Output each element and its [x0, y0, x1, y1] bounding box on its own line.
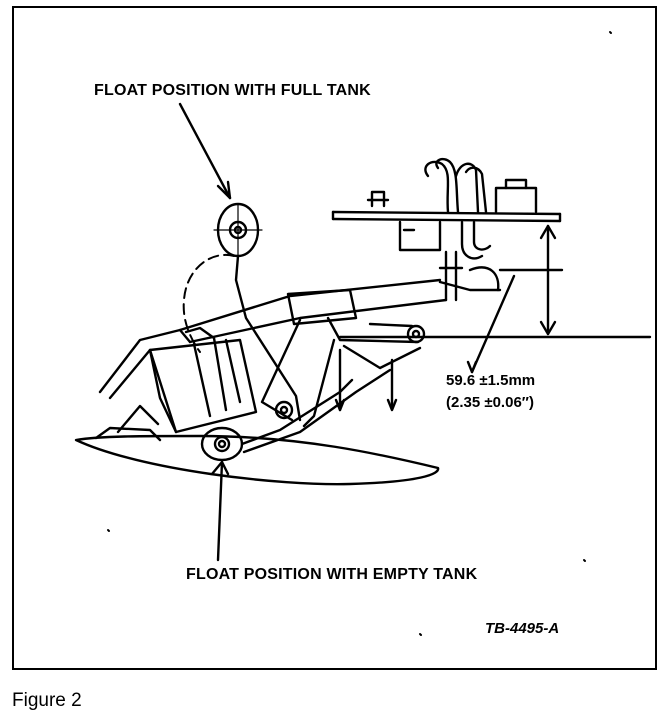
- callout-arrows: [178, 102, 232, 562]
- sender-flange: [331, 178, 562, 252]
- float-full-tank: [182, 202, 302, 422]
- float-full-tank-label: FLOAT POSITION WITH FULL TANK: [94, 82, 371, 99]
- dimension-lines: [338, 224, 652, 374]
- arm-assembly: [178, 278, 448, 428]
- figure-caption: Figure 2: [12, 690, 82, 711]
- sender-stem: [438, 250, 502, 302]
- dimension-mm-label: 59.6 ±1.5mm: [446, 372, 536, 389]
- dimension-inch-label: (2.35 ±0.06″): [446, 394, 534, 411]
- float-empty-tank: [74, 368, 440, 486]
- scan-specks: [107, 31, 612, 636]
- fuel-tubes: [424, 157, 492, 260]
- pump-body: [98, 326, 258, 434]
- float-empty-tank-label: FLOAT POSITION WITH EMPTY TANK: [186, 566, 478, 583]
- figure-code-label: TB-4495-A: [485, 620, 560, 637]
